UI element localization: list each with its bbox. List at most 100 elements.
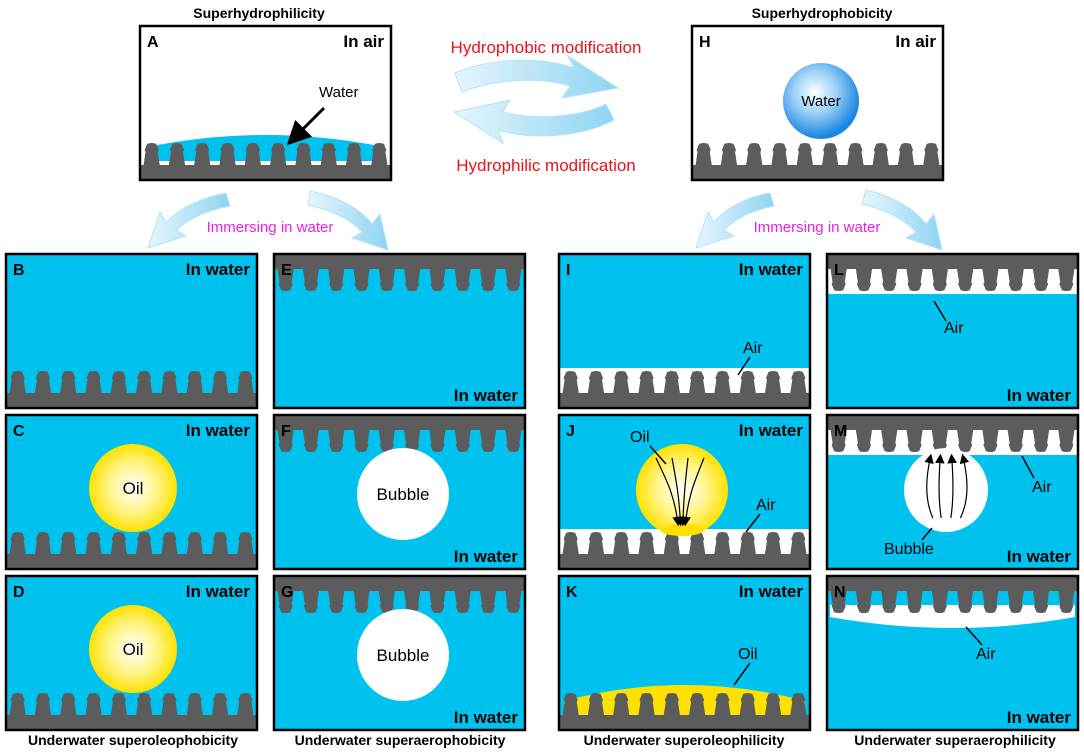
- flow-arrow: [935, 453, 945, 519]
- oil-droplet: [636, 444, 728, 536]
- caption-underwater-superoleophobicity: Underwater superoleophobicity: [28, 732, 238, 748]
- bubble-pointer: [921, 527, 933, 541]
- panel-border: [557, 413, 812, 571]
- panel-K: Oil K In water: [557, 574, 812, 732]
- rough-surface: [5, 370, 258, 409]
- oil-label: Oil: [123, 479, 144, 498]
- flow-arrow: [959, 453, 970, 519]
- environment-label: In water: [1007, 386, 1072, 405]
- panel-letter: D: [13, 584, 25, 601]
- rough-surface: [558, 370, 811, 409]
- panel-F: Bubble F In water: [272, 413, 527, 571]
- air-pointer: [965, 626, 983, 646]
- oil-pointer: [733, 662, 751, 686]
- panel-border: [272, 252, 527, 410]
- air-label: Air: [743, 340, 763, 357]
- air-label: Air: [1032, 479, 1052, 496]
- panel-I: Air I In water: [557, 252, 812, 410]
- bubble-label: Bubble: [377, 646, 430, 665]
- panel-border: [4, 413, 259, 571]
- immersing-arrow-right-1: [307, 190, 389, 251]
- environment-label: In water: [454, 708, 519, 727]
- bubble-label: Bubble: [377, 485, 430, 504]
- immersing-label-left: Immersing in water: [207, 219, 334, 236]
- rough-surface: [558, 531, 811, 570]
- flow-arrow: [947, 453, 957, 519]
- oil-droplet: [89, 444, 177, 532]
- flow-arrow: [678, 457, 689, 527]
- environment-label: In water: [739, 260, 804, 279]
- environment-label: In water: [186, 421, 251, 440]
- panel-letter: J: [566, 423, 575, 440]
- panel-border: [557, 574, 812, 732]
- environment-label: In air: [343, 32, 384, 51]
- immersing-label-right: Immersing in water: [754, 219, 881, 236]
- panel-border: [4, 252, 259, 410]
- rough-surface: [5, 692, 258, 731]
- environment-label: In water: [186, 582, 251, 601]
- oil-label: Oil: [630, 429, 650, 446]
- environment-label: In water: [739, 582, 804, 601]
- environment-label: In water: [186, 260, 251, 279]
- environment-label: In water: [454, 547, 519, 566]
- modification-arrow-top: [454, 54, 620, 99]
- rough-surface: [273, 575, 526, 614]
- environment-label: In air: [895, 32, 936, 51]
- rough-surface: [273, 414, 526, 453]
- environment-label: In water: [454, 386, 519, 405]
- air-bubble: [357, 448, 449, 540]
- caption-underwater-superoleophilicity: Underwater superoleophilicity: [584, 732, 785, 748]
- panel-E: EIn water: [272, 252, 527, 410]
- caption-underwater-superaerophilicity: Underwater superaerophilicity: [854, 732, 1056, 748]
- rough-surface: [558, 692, 811, 731]
- hydrophilic-modification-label: Hydrophilic modification: [456, 156, 636, 175]
- title-superhydrophilicity: Superhydrophilicity: [193, 5, 325, 21]
- oil-penetration: [660, 524, 704, 536]
- panel-letter: A: [147, 34, 159, 51]
- panel-letter: M: [834, 423, 847, 440]
- panel-letter: K: [566, 584, 578, 601]
- rough-surface: [826, 414, 1079, 453]
- flow-arrow: [681, 457, 705, 527]
- hydrophobic-modification-label: Hydrophobic modification: [451, 38, 642, 57]
- immersing-arrow-left-1: [147, 192, 231, 249]
- panel-letter: I: [566, 262, 570, 279]
- rough-surface: [826, 575, 1079, 614]
- flow-arrow: [671, 457, 685, 527]
- air-pointer: [737, 356, 751, 376]
- flow-arrow: [924, 453, 934, 519]
- air-pointer: [1021, 455, 1035, 479]
- rough-surface: [826, 253, 1079, 292]
- panel-border: [825, 574, 1080, 732]
- panel-border: [138, 24, 393, 182]
- air-pointer: [745, 513, 761, 533]
- title-superhydrophobicity: Superhydrophobicity: [752, 5, 893, 21]
- panel-letter: L: [834, 262, 844, 279]
- panel-letter: F: [281, 423, 291, 440]
- panel-border: [690, 24, 945, 182]
- rough-surface: [139, 142, 392, 181]
- rough-surface: [5, 531, 258, 570]
- bubble-label: Bubble: [884, 541, 934, 558]
- modification-arrow-bottom: [452, 99, 615, 145]
- flow-arrow: [655, 457, 682, 527]
- panel-border: [825, 252, 1080, 410]
- air-pointer: [933, 300, 947, 322]
- oil-label: Oil: [738, 646, 758, 663]
- air-bubble: [904, 448, 988, 532]
- pointer-arrow: [286, 106, 326, 146]
- panel-border: [272, 574, 527, 732]
- panel-border: [557, 252, 812, 410]
- air-bubble: [357, 609, 449, 701]
- panel-border: [272, 413, 527, 571]
- panel-letter: B: [13, 262, 25, 279]
- oil-droplet: [89, 605, 177, 693]
- water-label: Water: [801, 93, 840, 110]
